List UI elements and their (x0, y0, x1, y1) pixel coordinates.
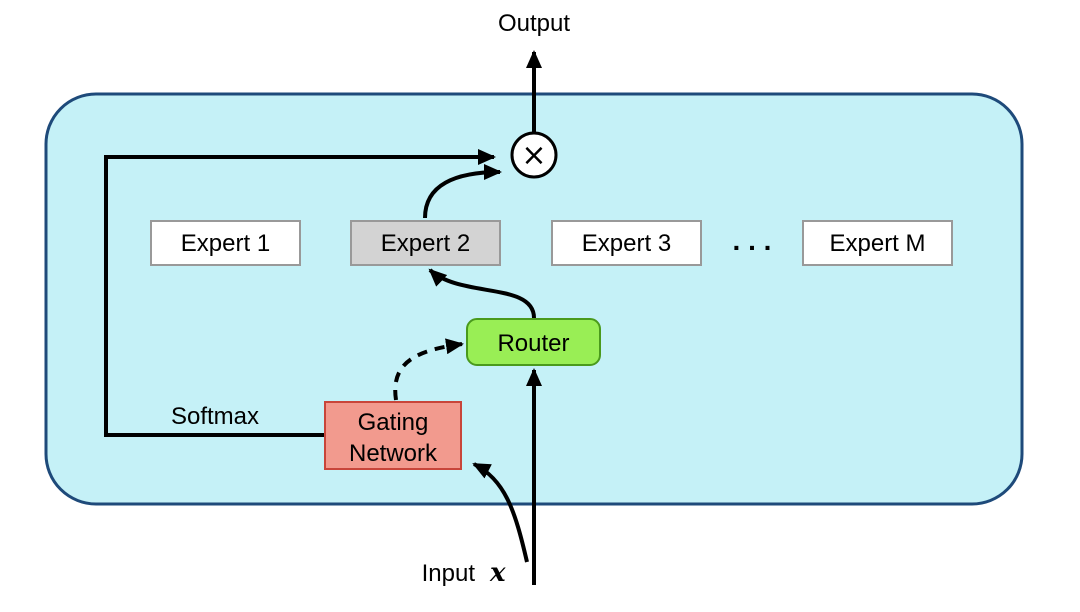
expert-label: Expert 3 (582, 230, 671, 257)
output-label: Output (498, 10, 570, 37)
expert-box-selected (350, 220, 501, 266)
softmax-path-arrow (104, 149, 496, 437)
gating-network-box (324, 401, 462, 470)
gating-label-line1: Gating (358, 409, 429, 436)
expert-label: Expert 1 (181, 230, 270, 257)
softmax-label: Softmax (171, 403, 259, 430)
router-box (466, 318, 601, 366)
router-to-expert2-arrow (428, 268, 536, 319)
expert-label: Expert 2 (381, 230, 470, 257)
multiply-icon: × (521, 138, 546, 173)
router-label: Router (497, 330, 569, 357)
input-label: Input (422, 560, 476, 587)
experts-row: Expert 1 Expert 2 Expert 3 . . . Expert … (150, 220, 953, 266)
ellipsis: . . . (733, 225, 772, 256)
input-variable: x (489, 558, 506, 588)
expert2-to-multiply-arrow (423, 164, 502, 219)
expert-box (150, 220, 301, 266)
multiply-node (510, 131, 558, 179)
expert-label: Expert M (829, 230, 925, 257)
expert-box (551, 220, 702, 266)
expert-box (802, 220, 953, 266)
gating-label-line2: Network (349, 440, 438, 467)
input-to-gating-arrow (472, 462, 529, 563)
